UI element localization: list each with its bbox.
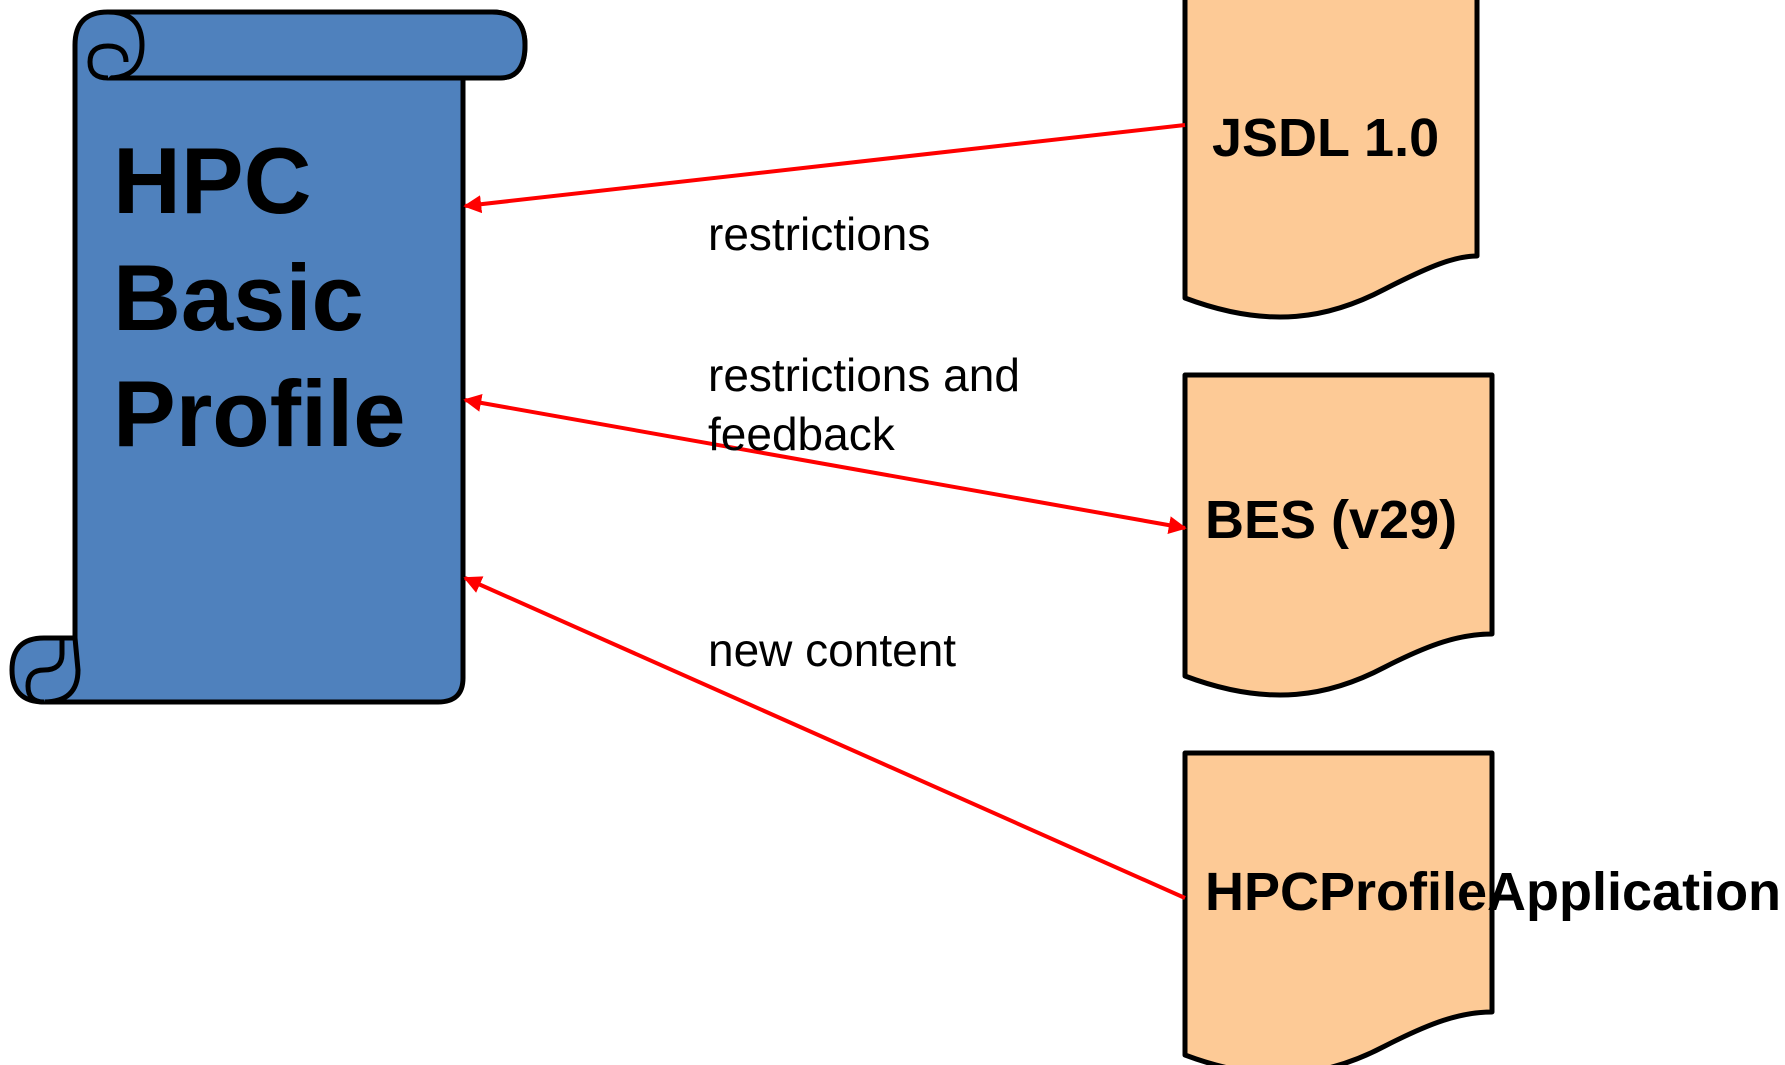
edge-label-feedback-line-2: feedback [708, 408, 896, 460]
edge-label-restrictions-line-1: restrictions [708, 208, 930, 260]
scroll-top-roll [87, 43, 129, 81]
hpc-basic-profile-scroll: HPC Basic Profile [9, 9, 528, 705]
document-app-shape [1182, 750, 1495, 1065]
scroll-title-line-1: HPC [113, 128, 311, 233]
scroll-top-curl [105, 9, 528, 81]
document-jsdl: JSDL 1.0 [1182, 0, 1480, 320]
scroll-title-line-2: Basic [113, 245, 364, 350]
document-bes-label: BES (v29) [1205, 490, 1457, 550]
document-app-label: HPCProfileApplication [1205, 862, 1781, 922]
document-jsdl-shape [1182, 0, 1480, 320]
scroll-bottom-roll [25, 640, 65, 705]
scroll-body [39, 9, 528, 705]
scroll-title: HPC Basic Profile [113, 128, 406, 466]
document-hpc-profile-application: HPCProfileApplication [1182, 750, 1781, 1065]
arrow-profile-bes-bidirectional [463, 393, 1187, 535]
scroll-title-line-3: Profile [113, 361, 406, 466]
edge-label-new-content-line-1: new content [708, 624, 956, 676]
edge-label-restrictions-and-feedback: restrictions and feedback [708, 349, 1033, 460]
arrow-application-to-profile [463, 576, 1186, 900]
document-bes: BES (v29) [1182, 372, 1495, 698]
document-jsdl-label: JSDL 1.0 [1212, 108, 1439, 168]
edge-label-new-content: new content [708, 624, 956, 676]
document-bes-shape [1182, 372, 1495, 698]
edge-label-feedback-line-1: restrictions and [708, 349, 1020, 401]
arrow-jsdl-to-profile [463, 123, 1186, 214]
edge-label-restrictions: restrictions [708, 208, 930, 260]
